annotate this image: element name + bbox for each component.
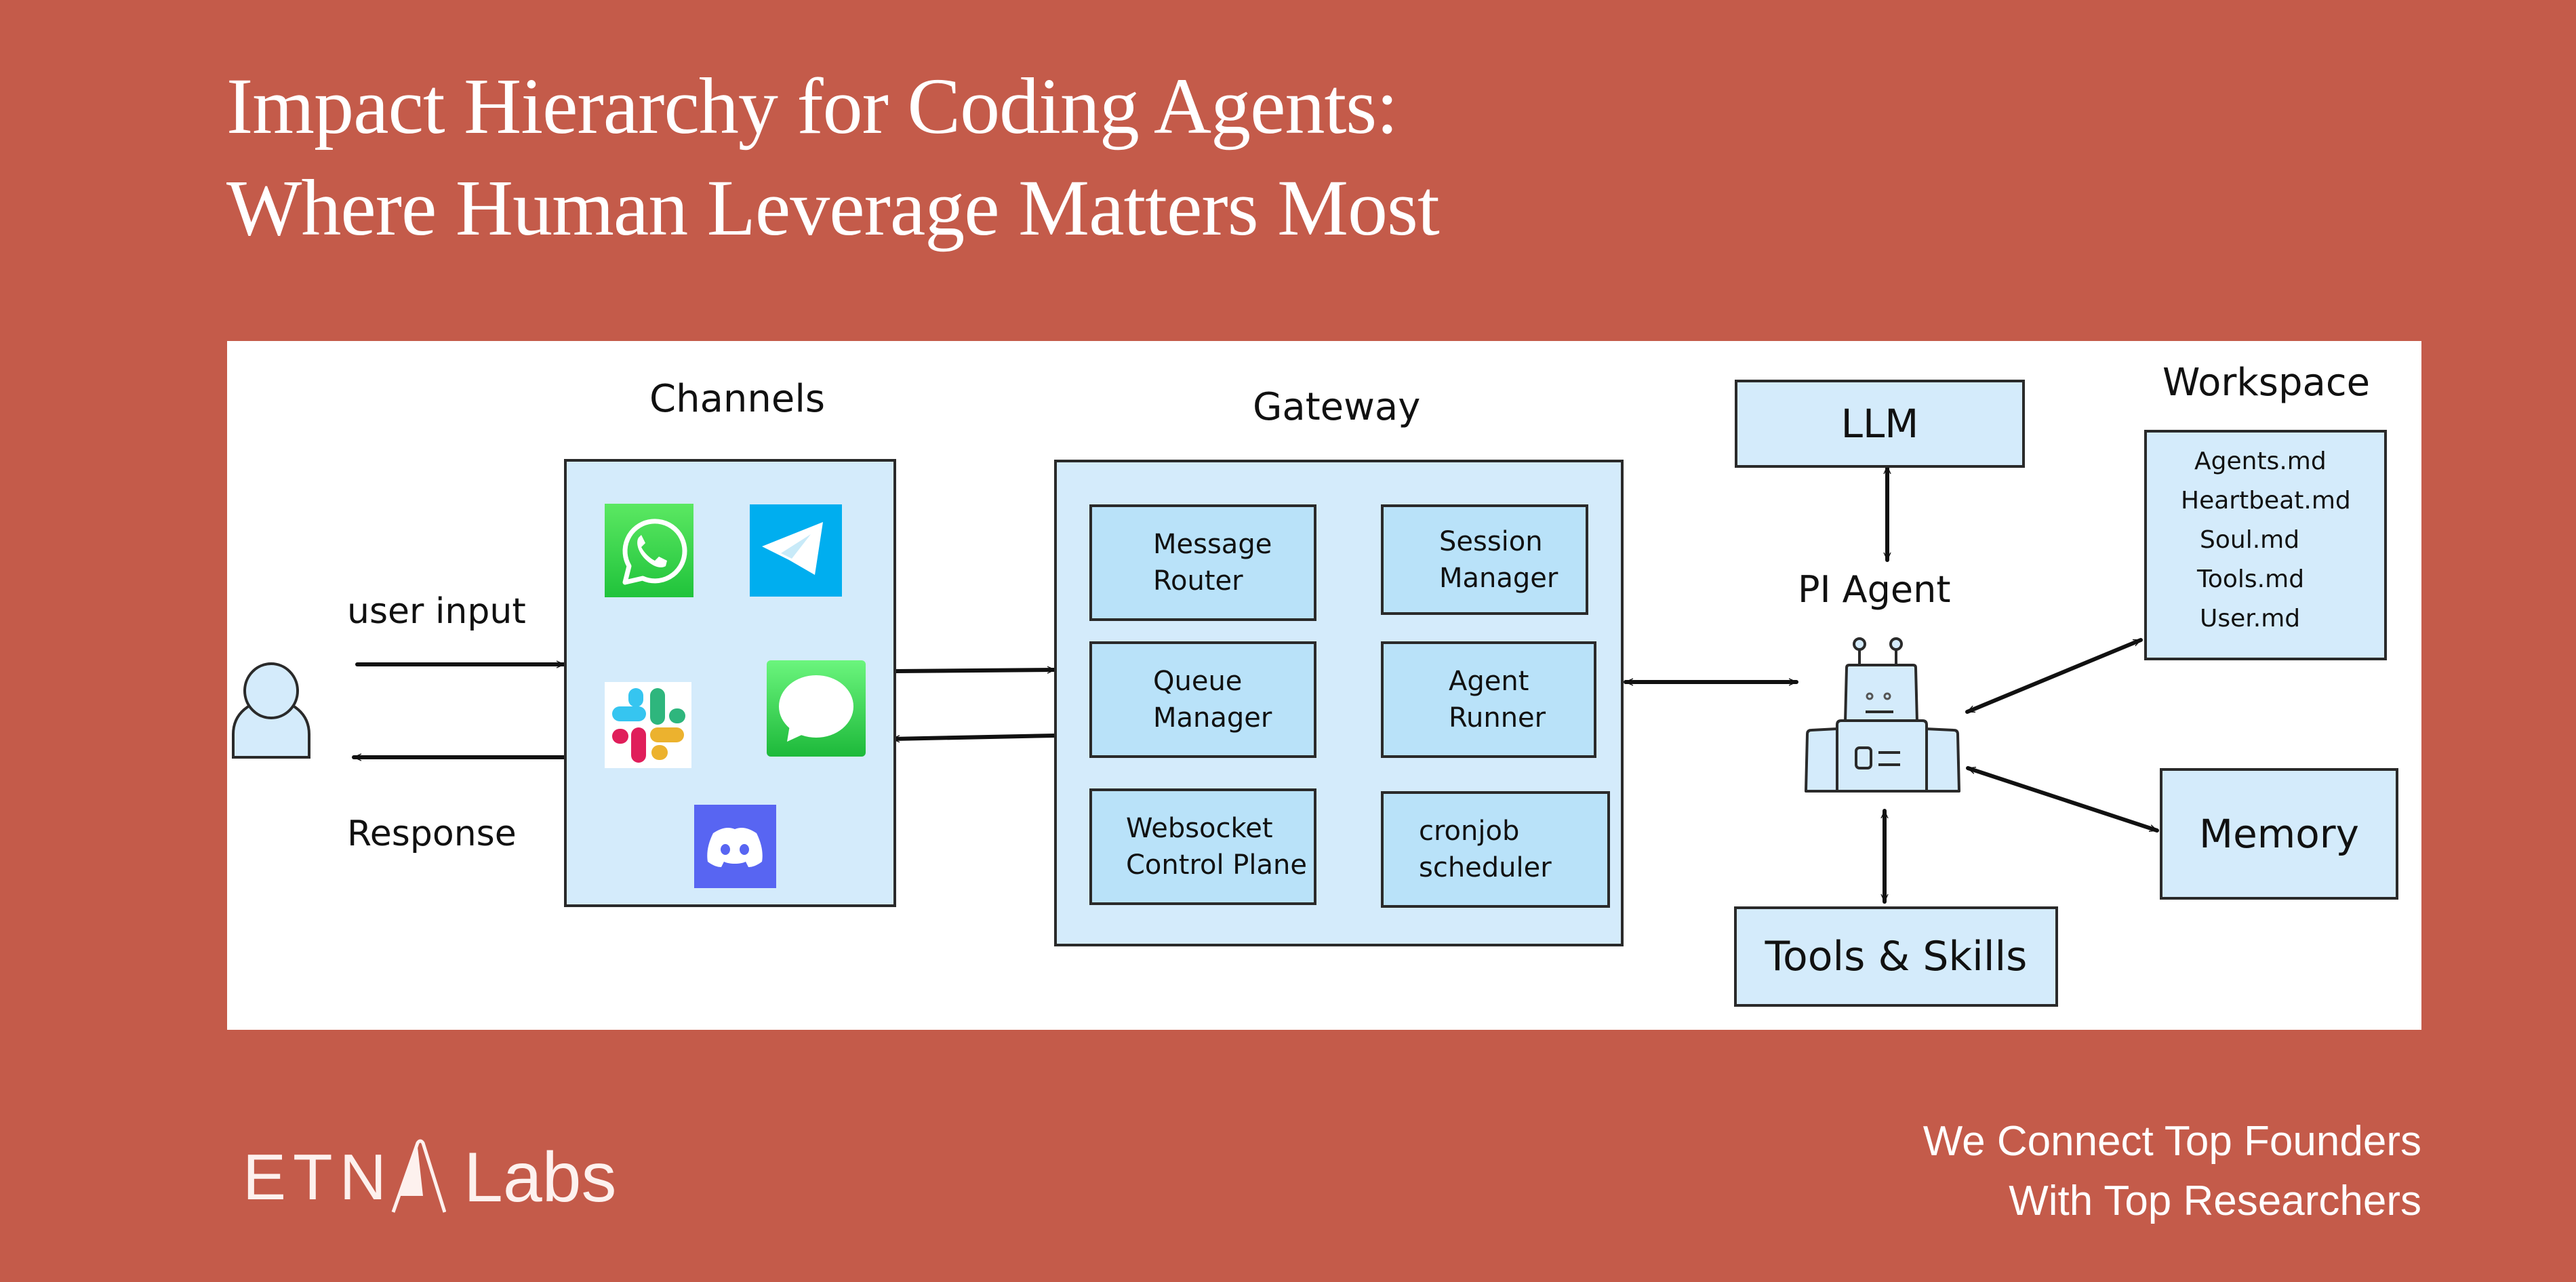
- workspace-file[interactable]: User.md: [2200, 605, 2301, 633]
- title-line-2: Where Human Leverage Matters Most: [226, 163, 1440, 252]
- component-label: Message: [1153, 529, 1272, 560]
- workspace-file[interactable]: Agents.md: [2194, 447, 2327, 475]
- channels-to-gateway-arrow: [894, 670, 1057, 671]
- channels-title: Channels: [649, 377, 826, 421]
- logo-etn-text: ETN: [243, 1141, 393, 1214]
- workspace-file[interactable]: Tools.md: [2197, 565, 2305, 593]
- slack-icon[interactable]: [605, 682, 691, 768]
- component-label: Manager: [1439, 562, 1558, 594]
- tagline-line-2: With Top Researchers: [2009, 1178, 2421, 1224]
- tagline: We Connect Top Founders With Top Researc…: [1923, 1112, 2421, 1231]
- gateway-to-channels-arrow: [890, 734, 1057, 739]
- component-label: Manager: [1153, 702, 1272, 734]
- llm-label: LLM: [1840, 401, 1919, 447]
- component-label: Queue: [1153, 666, 1243, 697]
- component-label: scheduler: [1419, 852, 1552, 883]
- response-label: Response: [347, 814, 517, 854]
- gateway-component-agent-runner[interactable]: Agent Runner: [1381, 641, 1596, 758]
- component-label: Router: [1153, 565, 1243, 597]
- gateway-component-websocket-control-plane[interactable]: Websocket Control Plane: [1089, 788, 1316, 905]
- workspace-file[interactable]: Heartbeat.md: [2181, 487, 2351, 515]
- telegram-icon[interactable]: [750, 504, 842, 597]
- tools-skills-box[interactable]: Tools & Skills: [1734, 906, 2058, 1007]
- messages-icon[interactable]: [767, 660, 866, 757]
- gateway-component-queue-manager[interactable]: Queue Manager: [1089, 641, 1316, 758]
- memory-box[interactable]: Memory: [2160, 768, 2398, 900]
- user-input-label: user input: [347, 591, 526, 632]
- robot-icon[interactable]: [1803, 634, 1960, 795]
- tools-skills-label: Tools & Skills: [1765, 933, 2028, 980]
- logo-mountain-icon: [391, 1139, 446, 1213]
- workspace-box: Agents.md Heartbeat.md Soul.md Tools.md …: [2144, 430, 2387, 660]
- etna-labs-logo: ETN Labs: [243, 1139, 617, 1215]
- pi-agent-label: PI Agent: [1798, 568, 1951, 611]
- gateway-component-message-router[interactable]: Message Router: [1089, 504, 1316, 621]
- component-label: cronjob: [1419, 816, 1520, 847]
- gateway-component-session-manager[interactable]: Session Manager: [1381, 504, 1588, 615]
- workspace-file[interactable]: Soul.md: [2200, 526, 2300, 554]
- gateway-component-cronjob-scheduler[interactable]: cronjob scheduler: [1381, 791, 1610, 908]
- llm-box[interactable]: LLM: [1735, 380, 2025, 468]
- workspace-title: Workspace: [2162, 361, 2371, 405]
- title-line-1: Impact Hierarchy for Coding Agents:: [226, 62, 1398, 151]
- tagline-line-1: We Connect Top Founders: [1923, 1118, 2421, 1165]
- whatsapp-icon[interactable]: [605, 504, 693, 597]
- component-label: Control Plane: [1126, 849, 1308, 881]
- gateway-title: Gateway: [1253, 385, 1421, 429]
- discord-icon[interactable]: [694, 805, 776, 888]
- agent-memory-arrow: [1966, 766, 2159, 833]
- logo-labs-text: Labs: [464, 1138, 617, 1217]
- person-icon: [232, 662, 310, 759]
- memory-label: Memory: [2199, 811, 2359, 857]
- agent-workspace-arrow: [1965, 638, 2143, 714]
- component-label: Session: [1439, 525, 1543, 557]
- component-label: Websocket: [1126, 813, 1273, 844]
- component-label: Runner: [1449, 702, 1546, 734]
- component-label: Agent: [1449, 666, 1529, 697]
- page-title: Impact Hierarchy for Coding Agents: Wher…: [226, 56, 1440, 259]
